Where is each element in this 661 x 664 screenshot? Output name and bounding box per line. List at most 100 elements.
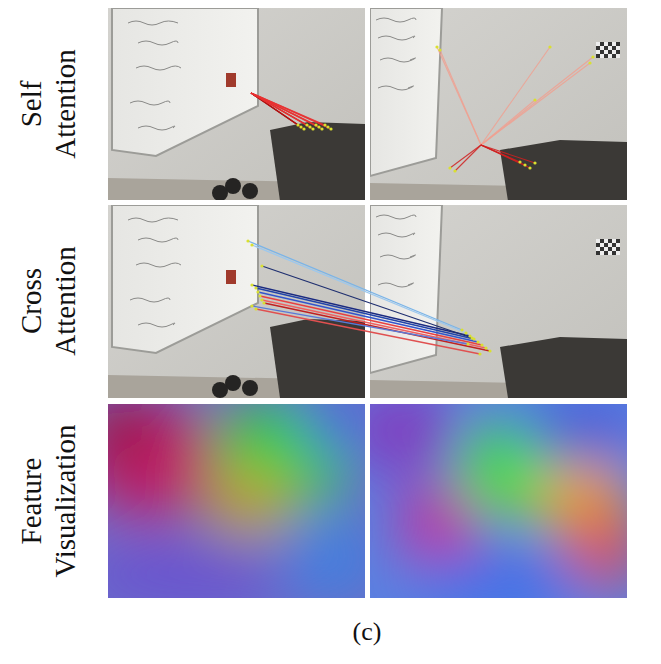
- checkerboard: [600, 251, 604, 255]
- feature-blob: [520, 404, 627, 465]
- row-label: Cross Attention: [14, 246, 82, 356]
- dumbbell: [212, 185, 228, 200]
- checkerboard: [612, 251, 616, 255]
- attention-line: [440, 50, 481, 145]
- keypoint: [299, 125, 302, 128]
- checkerboard: [616, 54, 620, 58]
- row-label: Feature Visualization: [14, 425, 82, 578]
- keypoint: [250, 304, 253, 307]
- board-scribble: [378, 86, 414, 90]
- checkerboard: [612, 243, 616, 247]
- board-scribble: [130, 101, 170, 105]
- keypoint: [254, 307, 257, 310]
- keypoint: [478, 352, 481, 355]
- keypoint: [329, 127, 332, 130]
- checkerboard: [604, 42, 608, 46]
- attention-line: [256, 309, 480, 354]
- keypoint: [438, 48, 441, 51]
- checkerboard: [596, 239, 600, 243]
- dumbbell: [242, 380, 258, 396]
- keypoint: [548, 45, 551, 48]
- keypoint: [480, 343, 483, 346]
- checkerboard: [608, 50, 612, 54]
- attention-line: [455, 145, 481, 171]
- feature-blob: [205, 470, 295, 540]
- board-scribble: [378, 283, 414, 287]
- board-scribble: [380, 58, 416, 62]
- keypoint: [591, 55, 594, 58]
- checkerboard: [616, 243, 620, 247]
- attention-line: [450, 145, 481, 168]
- attention-line: [252, 245, 466, 333]
- feature-blob: [370, 404, 460, 475]
- checkerboard: [616, 247, 620, 251]
- attention-lines: [435, 45, 594, 172]
- checkerboard: [608, 247, 612, 251]
- keypoint: [262, 301, 265, 304]
- checkerboard: [616, 239, 620, 243]
- whiteboard: [370, 8, 442, 176]
- keypoint: [260, 264, 263, 267]
- checkerboard: [596, 247, 600, 251]
- whiteboard: [112, 8, 258, 156]
- keypoint: [258, 294, 261, 297]
- attention-line: [481, 47, 550, 145]
- checkerboard: [616, 42, 620, 46]
- keypoint: [533, 161, 536, 164]
- keypoint: [317, 125, 320, 128]
- panel-caption: (c): [353, 617, 382, 647]
- feature-map: [108, 404, 365, 598]
- checkerboard: [616, 50, 620, 54]
- checkerboard: [604, 251, 608, 255]
- keypoint: [250, 243, 253, 246]
- checkerboard: [608, 251, 612, 255]
- attention-line: [251, 93, 304, 129]
- couch: [500, 140, 627, 200]
- keypoint: [250, 283, 253, 286]
- feature-blob: [280, 520, 365, 598]
- checkerboard: [612, 50, 616, 54]
- marker: [226, 73, 236, 87]
- checkerboard: [608, 243, 612, 247]
- keypoint: [484, 346, 487, 349]
- attention-line: [481, 145, 530, 168]
- keypoint: [470, 336, 473, 339]
- keypoint: [464, 331, 467, 334]
- attention-line: [437, 47, 481, 145]
- attention-lines: [251, 93, 333, 131]
- keypoint: [323, 123, 326, 126]
- whiteboard: [370, 205, 442, 373]
- cross-attention-lines: [246, 239, 491, 355]
- checkerboard: [596, 42, 600, 46]
- board-scribble: [378, 233, 415, 237]
- checkerboard: [600, 247, 604, 251]
- attention-line: [481, 100, 535, 145]
- checkerboard: [612, 247, 616, 251]
- attention-line: [252, 285, 470, 336]
- checkerboard: [600, 42, 604, 46]
- checkerboard: [600, 54, 604, 58]
- keypoint: [476, 340, 479, 343]
- checkerboard: [612, 239, 616, 243]
- whiteboard: [112, 205, 258, 353]
- feature-blob: [300, 404, 365, 460]
- marker: [226, 270, 236, 284]
- keypoint: [308, 125, 311, 128]
- room-photo: [108, 205, 365, 398]
- keypoint: [296, 123, 299, 126]
- attention-line: [481, 145, 535, 163]
- checkerboard: [608, 54, 612, 58]
- checkerboard: [604, 247, 608, 251]
- keypoint: [460, 328, 463, 331]
- keypoint: [448, 166, 451, 169]
- keypoint: [254, 286, 257, 289]
- room-photo: [370, 8, 627, 200]
- keypoint: [305, 123, 308, 126]
- checkerboard: [600, 46, 604, 50]
- couch: [500, 337, 627, 398]
- checkerboard: [608, 239, 612, 243]
- checkerboard: [596, 54, 600, 58]
- checkerboard: [612, 42, 616, 46]
- keypoint: [518, 160, 521, 163]
- attention-line: [262, 266, 472, 338]
